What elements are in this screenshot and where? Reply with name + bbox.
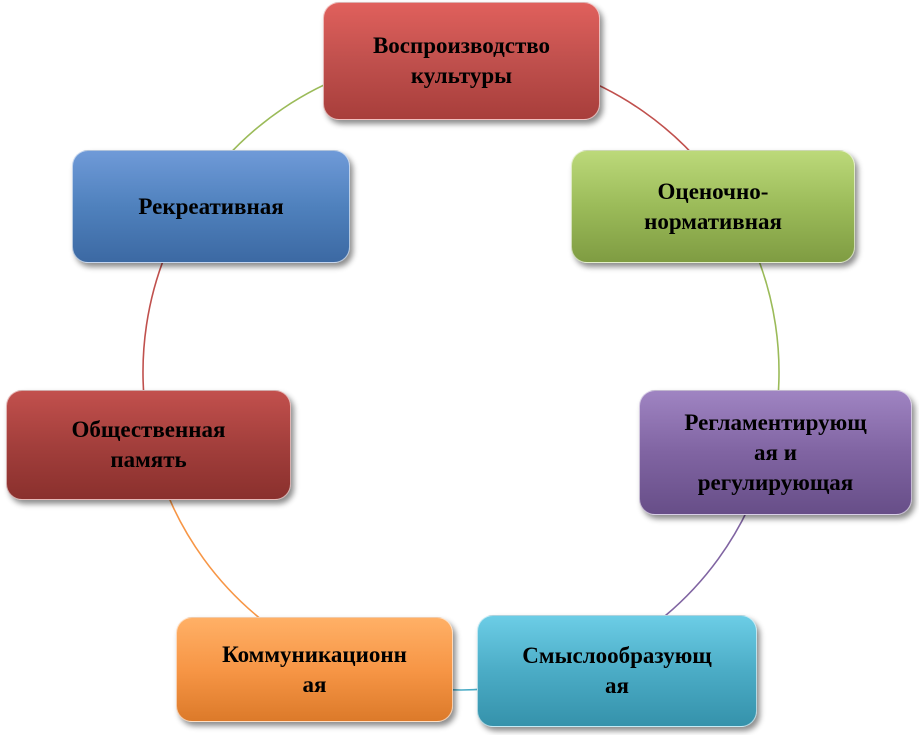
node-culture-reproduction: Воспроизводство культуры xyxy=(323,2,600,120)
node-regulating: Регламентирующ ая и регулирующая xyxy=(639,390,912,515)
node-label: Коммуникационн ая xyxy=(222,641,407,697)
node-label: Оценочно- нормативная xyxy=(644,178,782,234)
node-meaning-forming: Смыслообразующ ая xyxy=(477,615,757,727)
node-social-memory: Общественная память xyxy=(6,390,291,500)
node-label: Воспроизводство культуры xyxy=(372,33,551,88)
connector-arc xyxy=(161,480,266,624)
node-label: Общественная память xyxy=(71,417,226,472)
node-label: Регламентирующ ая и регулирующая xyxy=(684,409,867,495)
node-recreational: Рекреативная xyxy=(72,150,350,263)
node-label: Рекреативная xyxy=(138,193,284,219)
node-label: Смыслообразующ ая xyxy=(522,643,712,698)
node-evaluative-normative: Оценочно- нормативная xyxy=(571,150,855,263)
node-communicative: Коммуникационн ая xyxy=(176,617,453,722)
